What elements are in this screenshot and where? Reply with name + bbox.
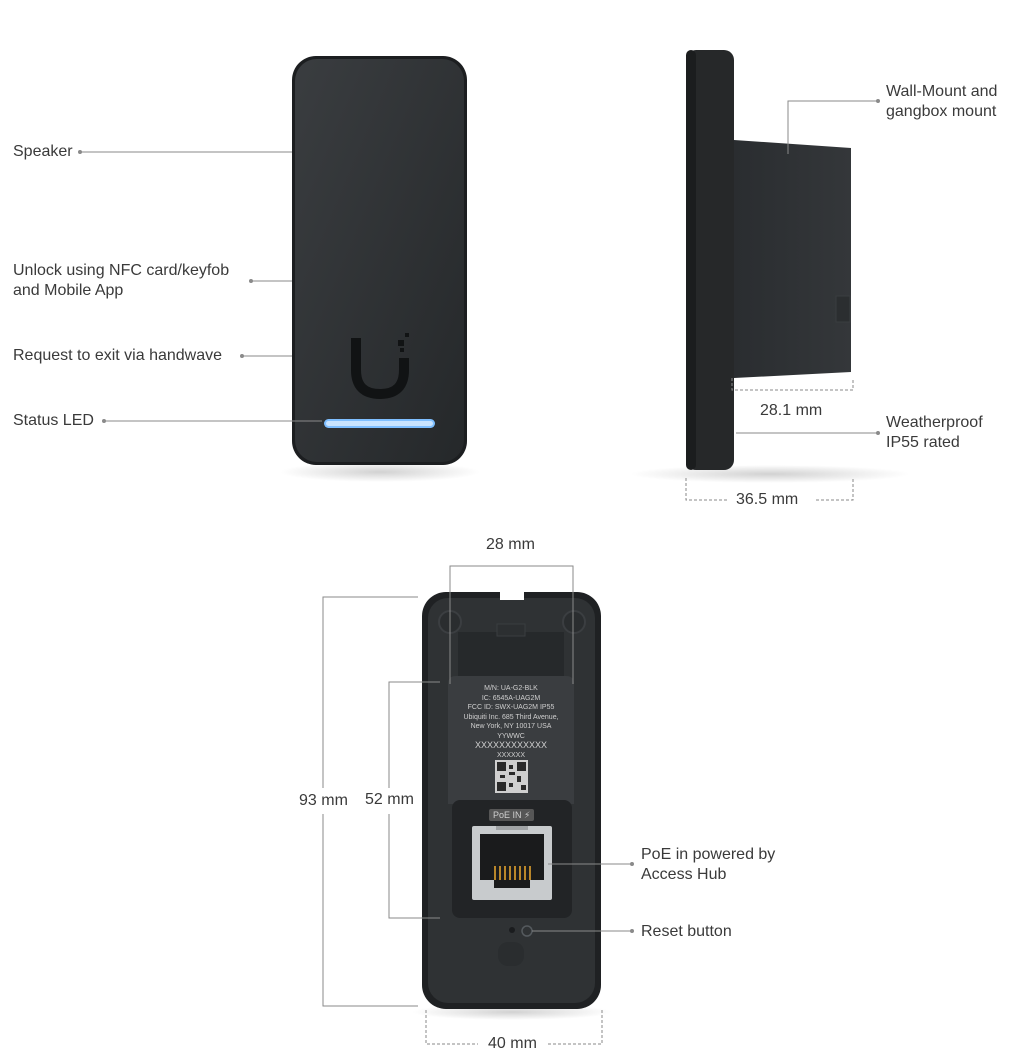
label-serial: XXXXXXXXXXXX	[474, 740, 548, 750]
side-clip	[835, 295, 851, 323]
poe-in-port-label: PoE IN ⚡	[489, 809, 535, 821]
width-top-dimension: 28 mm	[486, 536, 535, 553]
reset-button-label: Reset button	[641, 923, 732, 940]
label-code: XXXXXX	[496, 752, 525, 759]
front-view	[280, 56, 480, 482]
front-shadow	[280, 462, 480, 482]
front-body	[295, 59, 464, 462]
wall-mount-label-line2: gangbox mount	[886, 103, 997, 120]
label-model: M/N: UA-G2-BLK	[484, 685, 538, 692]
side-front-plate	[686, 50, 734, 470]
status-led-core	[326, 421, 433, 426]
status-led-label: Status LED	[13, 412, 94, 429]
height-total-dimension: 93 mm	[299, 792, 348, 809]
label-date-code: YYWWC	[497, 733, 525, 740]
wall-mount-label-line1: Wall-Mount and	[886, 83, 998, 100]
ubiquiti-logo-icon	[351, 333, 409, 400]
width-bottom-dimension: 40 mm	[488, 1035, 537, 1052]
side-shadow	[630, 465, 910, 483]
lightning-icon: ⚡	[524, 810, 531, 820]
front-callout-lines	[78, 150, 322, 423]
label-company: Ubiquiti Inc. 685 Third Avenue,	[463, 713, 559, 721]
back-callout-lines	[322, 565, 634, 1045]
speaker-label: Speaker	[13, 143, 73, 160]
side-callout-lines	[685, 99, 880, 501]
request-exit-label: Request to exit via handwave	[13, 347, 223, 364]
weatherproof-label-line1: Weatherproof	[886, 414, 983, 431]
poe-label-line2: Access Hub	[641, 866, 727, 883]
label-fcc: FCC ID: SWX-UAG2M IP55	[467, 704, 555, 712]
weatherproof-label-line2: IP55 rated	[886, 434, 960, 451]
label-plate	[448, 676, 574, 804]
label-city: New York, NY 10017 USA	[470, 723, 552, 731]
screw-hole-right	[562, 610, 586, 634]
height-inner-dimension: 52 mm	[365, 791, 414, 808]
side-view	[630, 50, 910, 483]
poe-label-line1: PoE in powered by	[641, 846, 776, 863]
side-mount-body	[734, 140, 851, 378]
unlock-label-line2: and Mobile App	[13, 282, 124, 299]
mount-recess	[458, 632, 564, 684]
depth-body-dimension: 28.1 mm	[760, 402, 823, 419]
depth-total-dimension: 36.5 mm	[736, 491, 799, 508]
qr-code-icon	[495, 760, 528, 793]
unlock-label-line1: Unlock using NFC card/keyfob	[13, 262, 230, 279]
back-view	[412, 592, 612, 1020]
label-ic: IC: 6545A-UAG2M	[481, 694, 541, 702]
